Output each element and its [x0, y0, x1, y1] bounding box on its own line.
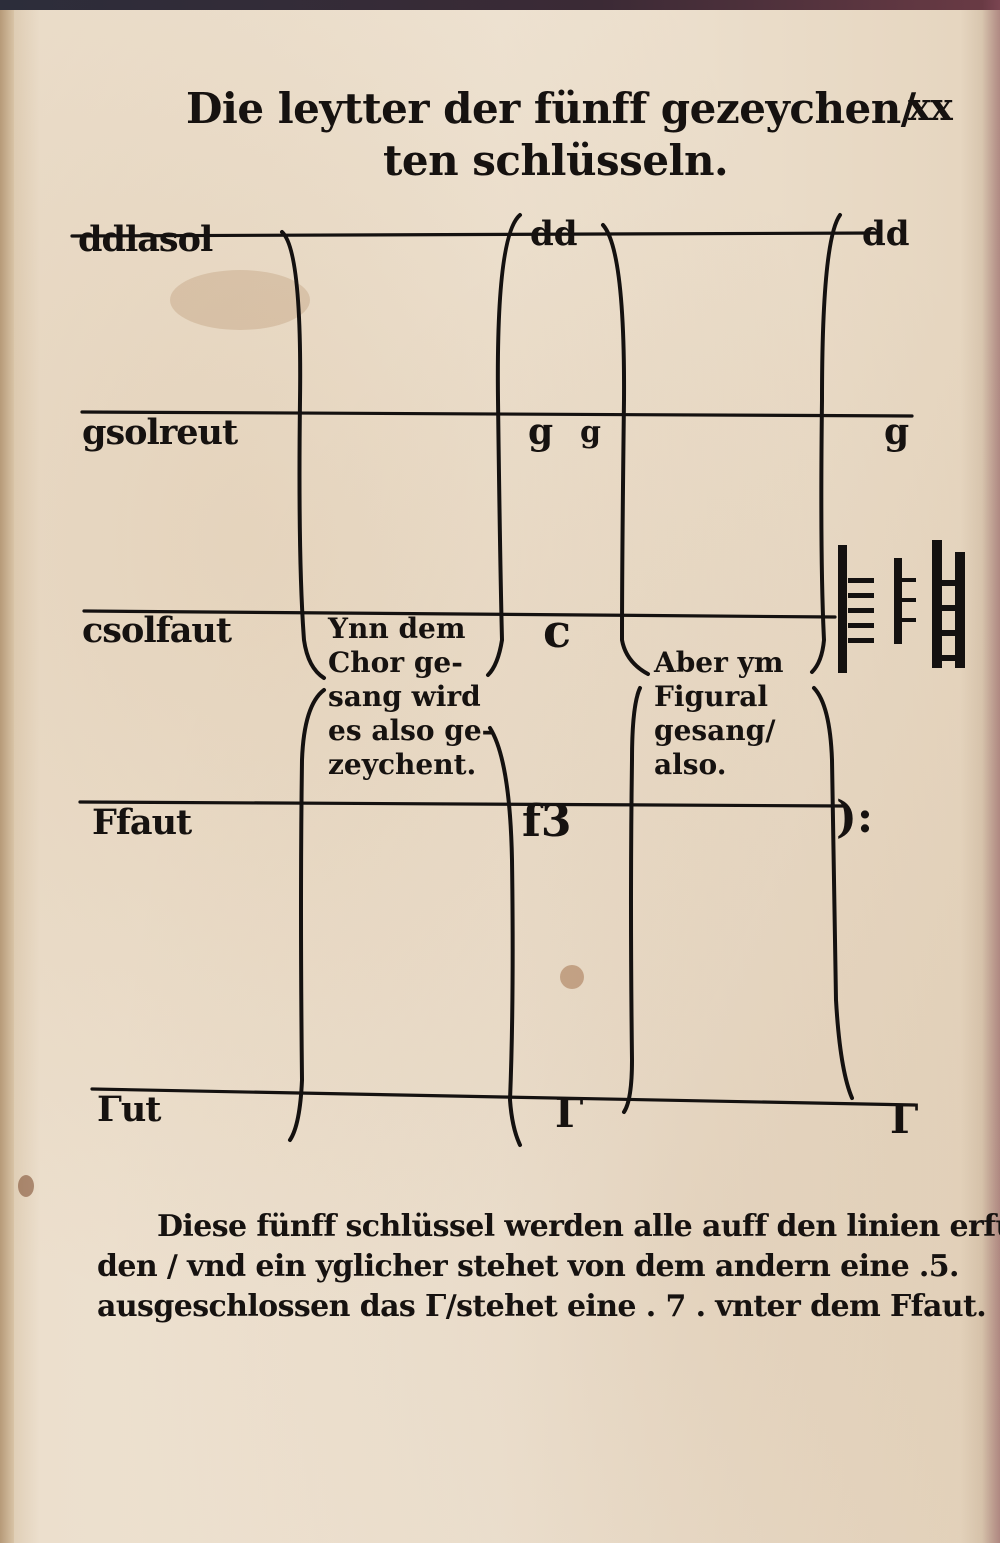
bracket-choir-right-lower: [488, 726, 522, 1147]
clef-mark-gamma-choir: Γ: [555, 1090, 584, 1137]
mensural-clef-signs: [838, 540, 965, 673]
clef-mark-f-choir: f3: [522, 796, 572, 847]
clef-bar: [902, 618, 916, 622]
clef-bar: [838, 545, 847, 673]
staff-label-gamma: Γut: [97, 1089, 161, 1130]
paper-stain: [170, 270, 310, 330]
clef-bar: [942, 580, 955, 586]
bracket-choir-left-upper: [280, 230, 326, 680]
clef-mark-dd-figural: dd: [862, 214, 910, 254]
clef-mark-c-choir: c: [543, 604, 572, 658]
footer-text-line-1: Diese fünff schlüssel werden alle auff d…: [157, 1209, 1000, 1244]
clef-bar: [848, 638, 874, 643]
clef-bar: [894, 558, 902, 644]
clef-mark-gamma-figural: Γ: [890, 1096, 919, 1143]
footer-text-line-3: ausgeschlossen das Γ/stehet eine . 7 . v…: [97, 1289, 987, 1324]
staff-line-c: [82, 609, 837, 619]
binding-edge: [0, 0, 14, 1543]
clef-bar: [902, 578, 916, 582]
clef-bar: [942, 605, 955, 611]
staff-label-c: csolfaut: [82, 610, 232, 651]
clef-bar: [932, 540, 942, 668]
staff-line-f: [78, 800, 847, 808]
bracket-figural-right-lower: [812, 686, 854, 1100]
gloss-choir-chant: Ynn dem Chor ge- sang wird es also ge- z…: [328, 612, 494, 781]
clef-mark-dd-choir: dd: [530, 214, 578, 254]
paper-stain: [560, 965, 584, 989]
clef-mark-g-small: g: [580, 415, 601, 450]
clef-bar: [942, 655, 955, 661]
page-edge-shadow: [982, 0, 1000, 1543]
clef-bar: [848, 608, 874, 613]
page-title-line-2: ten schlüsseln.: [383, 136, 729, 185]
staff-label-g: gsolreut: [82, 412, 238, 453]
clef-bar: [942, 630, 955, 636]
paper-stain: [18, 1175, 34, 1197]
clef-mark-f-figural: ):: [836, 792, 874, 843]
bracket-choir-right-upper: [486, 213, 522, 677]
cover-edge: [0, 0, 1000, 10]
clef-bar: [955, 552, 965, 668]
clef-bar: [848, 623, 874, 628]
clef-bar: [848, 593, 874, 598]
bracket-figural-left-lower: [622, 686, 642, 1114]
clef-mark-g-figural: g: [884, 411, 910, 453]
footer-text-line-2: den / vnd ein yglicher stehet von dem an…: [97, 1249, 959, 1284]
bracket-figural-left-upper: [601, 223, 650, 676]
staff-label-dd: ddlasol: [78, 219, 213, 260]
folio-number: xx: [908, 84, 953, 129]
staff-line-dd: [70, 231, 882, 238]
clef-bar: [848, 578, 874, 583]
clef-bar: [902, 598, 916, 602]
clef-mark-g-choir: g: [528, 411, 554, 453]
page-title-line-1: Die leytter der fünff gezeychen/: [186, 84, 916, 133]
gloss-figural-song: Aber ym Figural gesang/ also.: [654, 646, 784, 781]
bracket-choir-left-lower: [288, 688, 326, 1142]
staff-label-f: Ffaut: [92, 802, 192, 843]
bracket-figural-right-upper: [810, 213, 842, 674]
staff-line-gamma: [90, 1087, 917, 1107]
